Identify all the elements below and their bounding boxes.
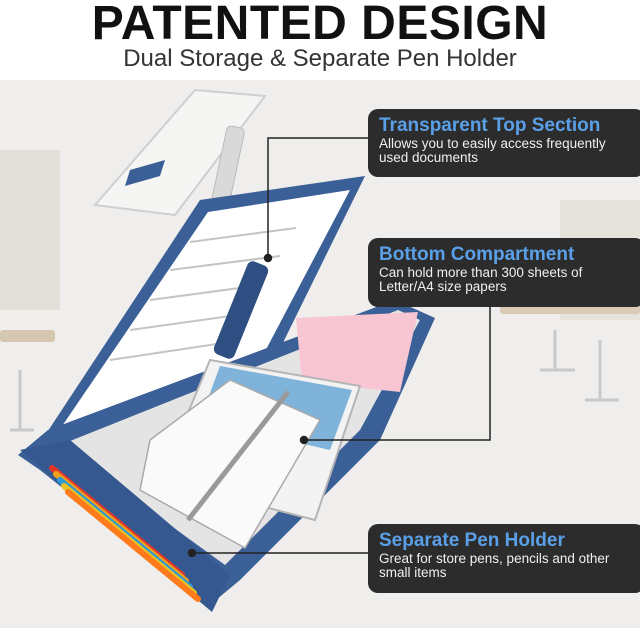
pen-holder (20, 440, 230, 612)
headline: PATENTED DESIGN (91, 0, 549, 50)
callout-title: Transparent Top Section (379, 115, 601, 136)
pen (186, 390, 290, 522)
background-table (0, 330, 55, 342)
transparent-lid (93, 88, 267, 217)
callout-description: Allows you to easily access frequently u… (379, 136, 606, 165)
callout-title: Separate Pen Holder (379, 530, 565, 551)
callout-pen-holder: Separate Pen Holder Great for store pens… (368, 524, 640, 593)
background-chairs (10, 330, 619, 432)
background-window (0, 150, 60, 310)
lid-latch (125, 160, 165, 186)
pencils (49, 465, 201, 602)
callout-transparent-top: Transparent Top Section Allows you to ea… (368, 109, 640, 177)
lid-hinge-clip (213, 261, 269, 359)
callout-title: Bottom Compartment (379, 244, 575, 265)
callout-description: Can hold more than 300 sheets of Letter/… (379, 265, 583, 294)
callout-description: Great for store pens, pencils and other … (379, 551, 610, 580)
callout-bottom-compartment: Bottom Compartment Can hold more than 30… (368, 238, 640, 307)
sticky-notes (296, 312, 418, 392)
document-lid (42, 176, 365, 440)
subheadline: Dual Storage & Separate Pen Holder (123, 45, 517, 72)
header-band: PATENTED DESIGN Dual Storage & Separate … (0, 0, 640, 80)
